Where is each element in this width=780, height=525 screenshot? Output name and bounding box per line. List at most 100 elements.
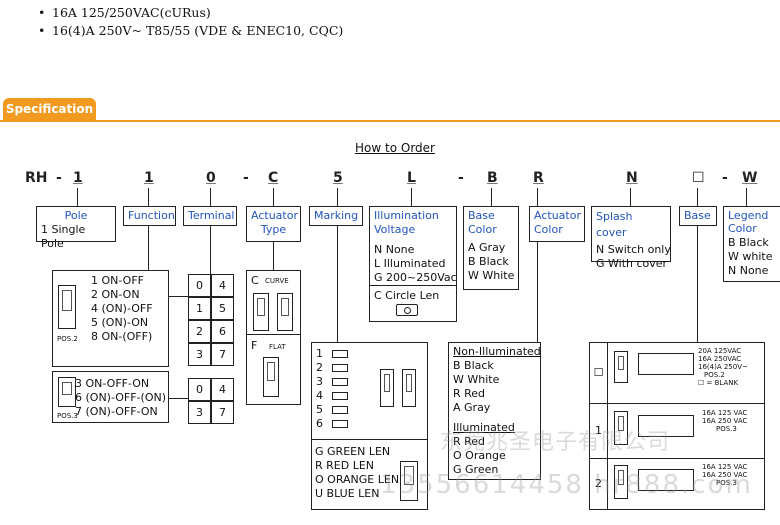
terminal-cell: 5 xyxy=(211,297,234,320)
bullet-rating-2: 16(4)A 250V~ T85/55 (VDE & ENEC10, CQC) xyxy=(38,22,343,40)
base-row-code: ☐ xyxy=(590,343,608,403)
code-dash-4: - xyxy=(722,170,728,186)
base-rating: 16A 250 VAC xyxy=(702,417,748,425)
illumination-circle-len: C Circle Len xyxy=(374,289,440,302)
tab-divider xyxy=(0,120,780,122)
legend-option: W white xyxy=(728,250,773,263)
curve-rocker-icon xyxy=(253,293,269,331)
connector-legend xyxy=(746,188,747,206)
marking-row-num: 4 xyxy=(316,389,323,402)
base-rating: 16A 125 VAC xyxy=(702,409,748,417)
base-rating: 16(4)A 250V~ xyxy=(698,363,748,371)
marking-title: Marking xyxy=(309,206,363,226)
actuator-type-box: C CURVE F FLAT xyxy=(246,270,301,405)
actuator-color-option: R Red xyxy=(453,387,486,400)
illumination-box: Illumination Voltage N None L Illuminate… xyxy=(369,206,457,322)
base-rocker-icon xyxy=(614,351,628,383)
actuator-color-stem xyxy=(537,242,538,342)
code-pole: 1 xyxy=(73,170,83,186)
marking-rocker-icon xyxy=(402,369,416,407)
terminal-link-2 xyxy=(169,398,188,399)
pole-box: Pole 1 Single Pole xyxy=(36,206,116,250)
marking-row-num: 5 xyxy=(316,403,323,416)
function-group-pos2: POS.2 1 ON-OFF 2 ON-ON 4 (ON)-OFF 5 (ON)… xyxy=(52,270,169,367)
base-blank-note: ☐ = BLANK xyxy=(698,379,739,387)
terminal-stem xyxy=(210,226,211,274)
terminal-cell: 2 xyxy=(188,320,211,343)
function-stem xyxy=(148,226,149,270)
terminal-cell: 4 xyxy=(211,274,234,297)
code-dash-3: - xyxy=(458,170,464,186)
splash-option: N Switch only xyxy=(596,243,671,256)
marking-symbol-icon xyxy=(332,392,348,400)
terminal-title: Terminal xyxy=(183,206,237,226)
terminal-cell: 7 xyxy=(211,343,234,366)
code-splash-cover: N xyxy=(626,170,638,186)
function-option: 2 ON-ON xyxy=(91,288,140,301)
actuator-flat-code: F xyxy=(251,339,258,352)
lens-option: U BLUE LEN xyxy=(315,487,380,500)
illumination-divider xyxy=(370,285,456,286)
marking-row-num: 1 xyxy=(316,347,323,360)
code-base-color: B xyxy=(487,170,498,186)
code-prefix: RH xyxy=(25,170,48,186)
rocker-switch-icon xyxy=(58,377,76,407)
marking-rocker-icon xyxy=(380,369,394,407)
base-rating: 16A 125 VAC xyxy=(702,463,748,471)
base-stem xyxy=(697,226,698,342)
connector-actuator-type xyxy=(273,188,274,206)
lens-option: R RED LEN xyxy=(315,459,375,472)
actuator-color-box: Non-Illuminated B Black W White R Red A … xyxy=(448,342,541,480)
function-option: 8 ON-(OFF) xyxy=(91,330,153,343)
function-pos3-label: POS.3 xyxy=(57,412,78,420)
code-dash-2: - xyxy=(243,170,249,186)
base-row-code: 2 xyxy=(590,459,608,509)
base-housing-icon xyxy=(638,469,694,491)
connector-illumination xyxy=(411,188,412,206)
marking-box: 1 2 3 4 5 6 G GREEN LEN R RED LEN O ORAN… xyxy=(311,342,428,510)
connector-pole xyxy=(77,188,78,206)
connector-actuator-color xyxy=(537,188,538,206)
non-illuminated-title: Non-Illuminated xyxy=(453,345,541,358)
base-rating: 20A 125VAC xyxy=(698,347,742,355)
illumination-option: L Illuminated xyxy=(374,257,446,270)
marking-symbol-icon xyxy=(332,406,348,414)
base-box: ☐ 20A 125VAC 16A 250VAC 16(4)A 250V~ POS… xyxy=(589,342,765,510)
marking-symbol-icon xyxy=(332,350,348,358)
illumination-title: Illumination Voltage xyxy=(374,209,439,236)
actuator-type-stem xyxy=(273,242,274,270)
spec-bullets: 16A 125/250VAC(cURus) 16(4)A 250V~ T85/5… xyxy=(38,4,343,40)
illuminated-title: Illuminated xyxy=(453,421,515,434)
connector-splash xyxy=(630,188,631,206)
specification-tab[interactable]: Specification xyxy=(3,98,96,120)
illumination-option: N None xyxy=(374,243,415,256)
base-rating: 16A 250VAC xyxy=(698,355,742,363)
splash-option: G With cover xyxy=(596,257,668,270)
lens-option: G GREEN LEN xyxy=(315,445,391,458)
legend-color-title: Legend Color xyxy=(728,209,769,235)
code-function: 1 xyxy=(144,170,154,186)
marking-stem xyxy=(337,226,338,342)
pole-option: 1 Single Pole xyxy=(41,223,86,250)
base-housing-icon xyxy=(638,415,694,437)
actuator-curve-label: CURVE xyxy=(265,277,289,285)
connector-base-color xyxy=(491,188,492,206)
actuator-color-option: B Black xyxy=(453,359,494,372)
function-option: 1 ON-OFF xyxy=(91,274,144,287)
legend-option: B Black xyxy=(728,236,769,249)
terminal-cell: 3 xyxy=(188,401,211,424)
marking-symbol-icon xyxy=(332,378,348,386)
flat-rocker-icon xyxy=(263,357,279,397)
base-color-option: W White xyxy=(468,269,515,282)
function-option: 7 (ON)-OFF-ON xyxy=(75,405,158,418)
code-terminal: 0 xyxy=(206,170,216,186)
code-actuator-type: C xyxy=(268,170,279,186)
base-pos-label: POS.2 xyxy=(704,371,725,379)
connector-function xyxy=(148,188,149,206)
marking-row-num: 2 xyxy=(316,361,323,374)
base-rating: 16A 250 VAC xyxy=(702,471,748,479)
pole-title: Pole xyxy=(64,209,88,222)
splash-cover-box: Splash cover N Switch only G With cover xyxy=(591,206,671,270)
marking-row-num: 3 xyxy=(316,375,323,388)
terminal-cell: 0 xyxy=(188,274,211,297)
